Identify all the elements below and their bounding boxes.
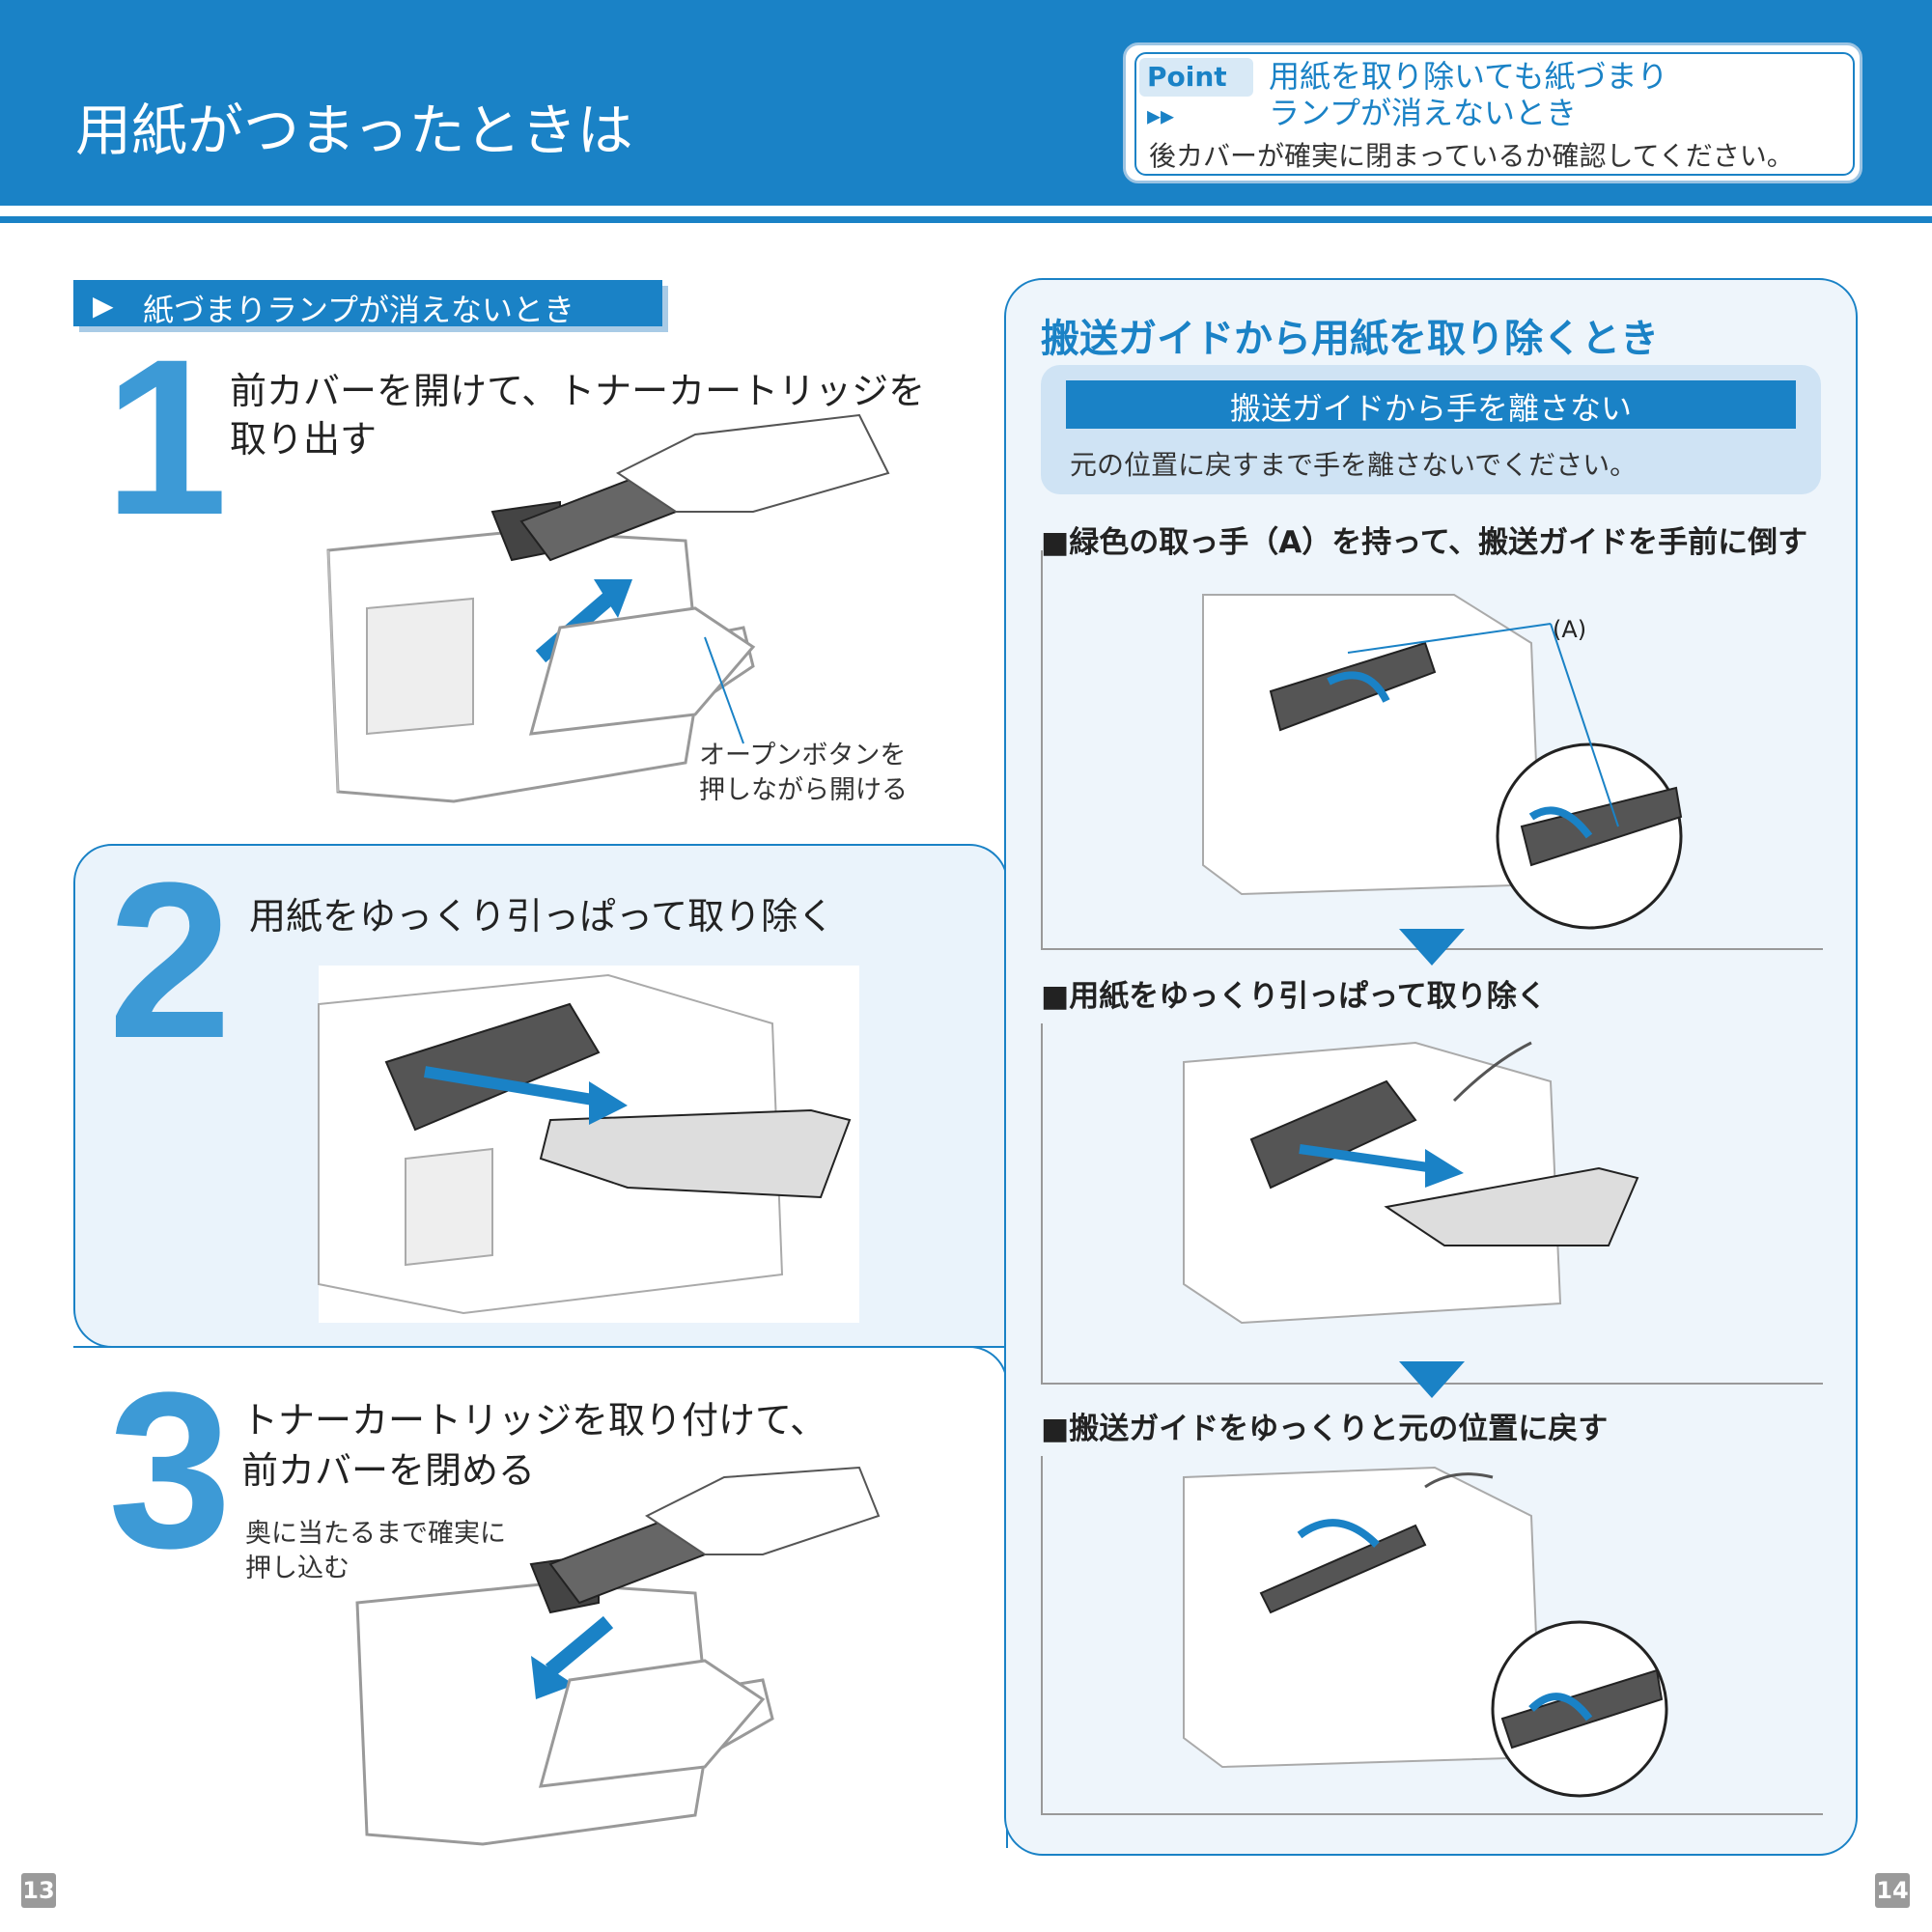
substep-3-frame — [1041, 1456, 1823, 1815]
substep-1-illustration — [1202, 594, 1683, 930]
substep-3-illustration — [1183, 1466, 1668, 1798]
step-1-text-line1: 前カバーを開けて、トナーカートリッジを — [230, 370, 926, 412]
point-body: 後カバーが確実に閉まっているか確認してください。 — [1149, 140, 1794, 172]
warning-title: 搬送ガイドから手を離さない — [1229, 390, 1632, 427]
page-title: 用紙がつまったときは — [75, 98, 633, 163]
chevron-right-icon: ▶ — [93, 290, 114, 322]
substep-2-heading: ■用紙をゆっくり引っぱって取り除く — [1041, 979, 1547, 1014]
step-3-illustration — [355, 1466, 881, 1846]
substep-3-heading: ■搬送ガイドをゆっくりと元の位置に戻す — [1041, 1412, 1609, 1446]
section-label: 紙づまりランプが消えないとき — [143, 292, 575, 328]
substep-2-illustration — [1183, 1041, 1639, 1325]
page-number-left: 13 — [21, 1873, 56, 1908]
right-panel-title: 搬送ガイドから用紙を取り除くとき — [1041, 317, 1659, 361]
step-2-illustration — [318, 966, 859, 1323]
down-arrow-icon — [1399, 929, 1465, 966]
point-badge: Point ▸▸ — [1139, 58, 1253, 131]
point-box-inner — [1134, 52, 1855, 176]
step-3-note-line1: 奥に当たるまで確実に — [245, 1519, 506, 1549]
substep-1-heading: ■緑色の取っ手（A）を持って、搬送ガイドを手前に倒す — [1041, 525, 1808, 560]
page-number-right: 14 — [1875, 1873, 1910, 1908]
point-title-line2: ランプが消えないとき — [1269, 95, 1578, 131]
step-1-note-line2: 押しながら開ける — [699, 775, 908, 805]
step-3-note-line2: 押し込む — [245, 1554, 350, 1583]
step-2-number: 2 — [108, 836, 232, 1084]
step-1-note-line1: オープンボタンを — [699, 741, 907, 770]
section-bar — [73, 280, 662, 326]
header-rule — [0, 216, 1932, 223]
step-1-illustration — [326, 413, 890, 803]
warning-bar — [1066, 380, 1796, 429]
step-1-number: 1 — [104, 313, 228, 561]
step-3-text-line1: トナーカートリッジを取り付けて、 — [241, 1399, 827, 1442]
down-arrow-icon — [1399, 1361, 1465, 1398]
step-3-number: 3 — [108, 1346, 232, 1594]
point-title-line1: 用紙を取り除いても紙づまり — [1269, 58, 1668, 95]
step-3-text-line2: 前カバーを閉める — [241, 1449, 536, 1492]
step-2-text: 用紙をゆっくり引っぱって取り除く — [249, 895, 835, 938]
step-1-text-line2: 取り出す — [230, 418, 378, 461]
label-a: (A) — [1553, 616, 1587, 643]
warning-body: 元の位置に戻すまで手を離さないでください。 — [1070, 449, 1638, 481]
